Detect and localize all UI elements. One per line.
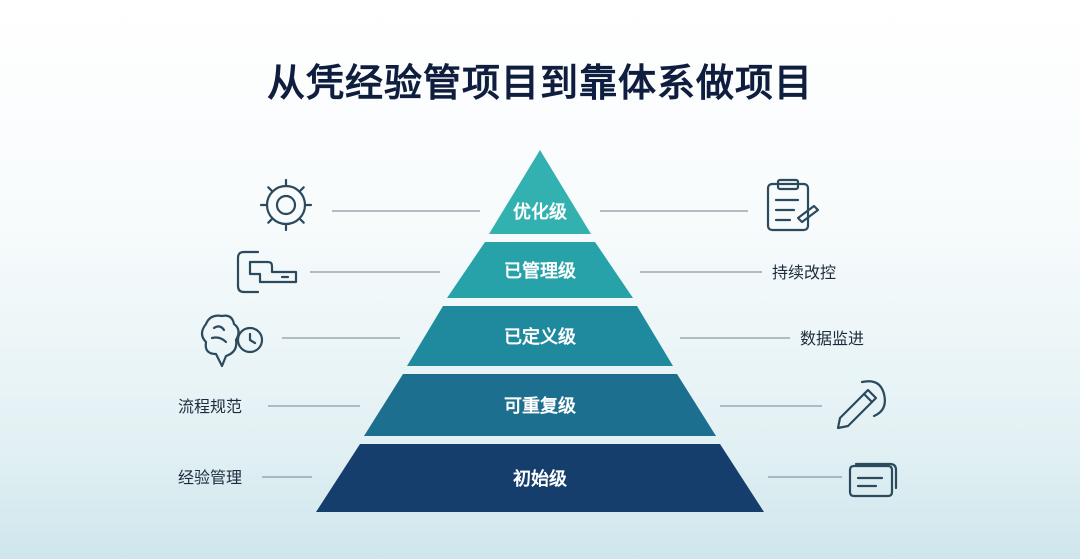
- documents-icon: [848, 462, 898, 498]
- clipboard-icon: [766, 178, 820, 232]
- page-title: 从凭经验管项目到靠体系做项目: [266, 61, 813, 105]
- pyramid-tier-1: [489, 150, 591, 234]
- pyramid-tier-2: [447, 242, 633, 298]
- label-process-standard: 流程规范: [178, 397, 242, 416]
- gear-icon: [259, 178, 313, 232]
- tier-label-optimizing: 优化级: [513, 201, 568, 223]
- pyramid-tier-3: [407, 306, 673, 366]
- brain-icon: [200, 314, 264, 368]
- pyramid-tier-5: [316, 444, 764, 512]
- label-continuous-control: 持续改控: [772, 263, 836, 282]
- pipeline-icon: [236, 250, 298, 294]
- tier-label-managed: 已管理级: [504, 260, 577, 282]
- label-experience-management: 经验管理: [178, 468, 242, 487]
- tier-label-defined: 已定义级: [504, 326, 577, 348]
- pencil-icon: [836, 380, 886, 430]
- label-data-monitoring: 数据监进: [800, 329, 864, 348]
- tier-label-initial: 初始级: [513, 468, 568, 490]
- tier-label-repeatable: 可重复级: [504, 395, 577, 417]
- pyramid-tier-4: [364, 374, 716, 436]
